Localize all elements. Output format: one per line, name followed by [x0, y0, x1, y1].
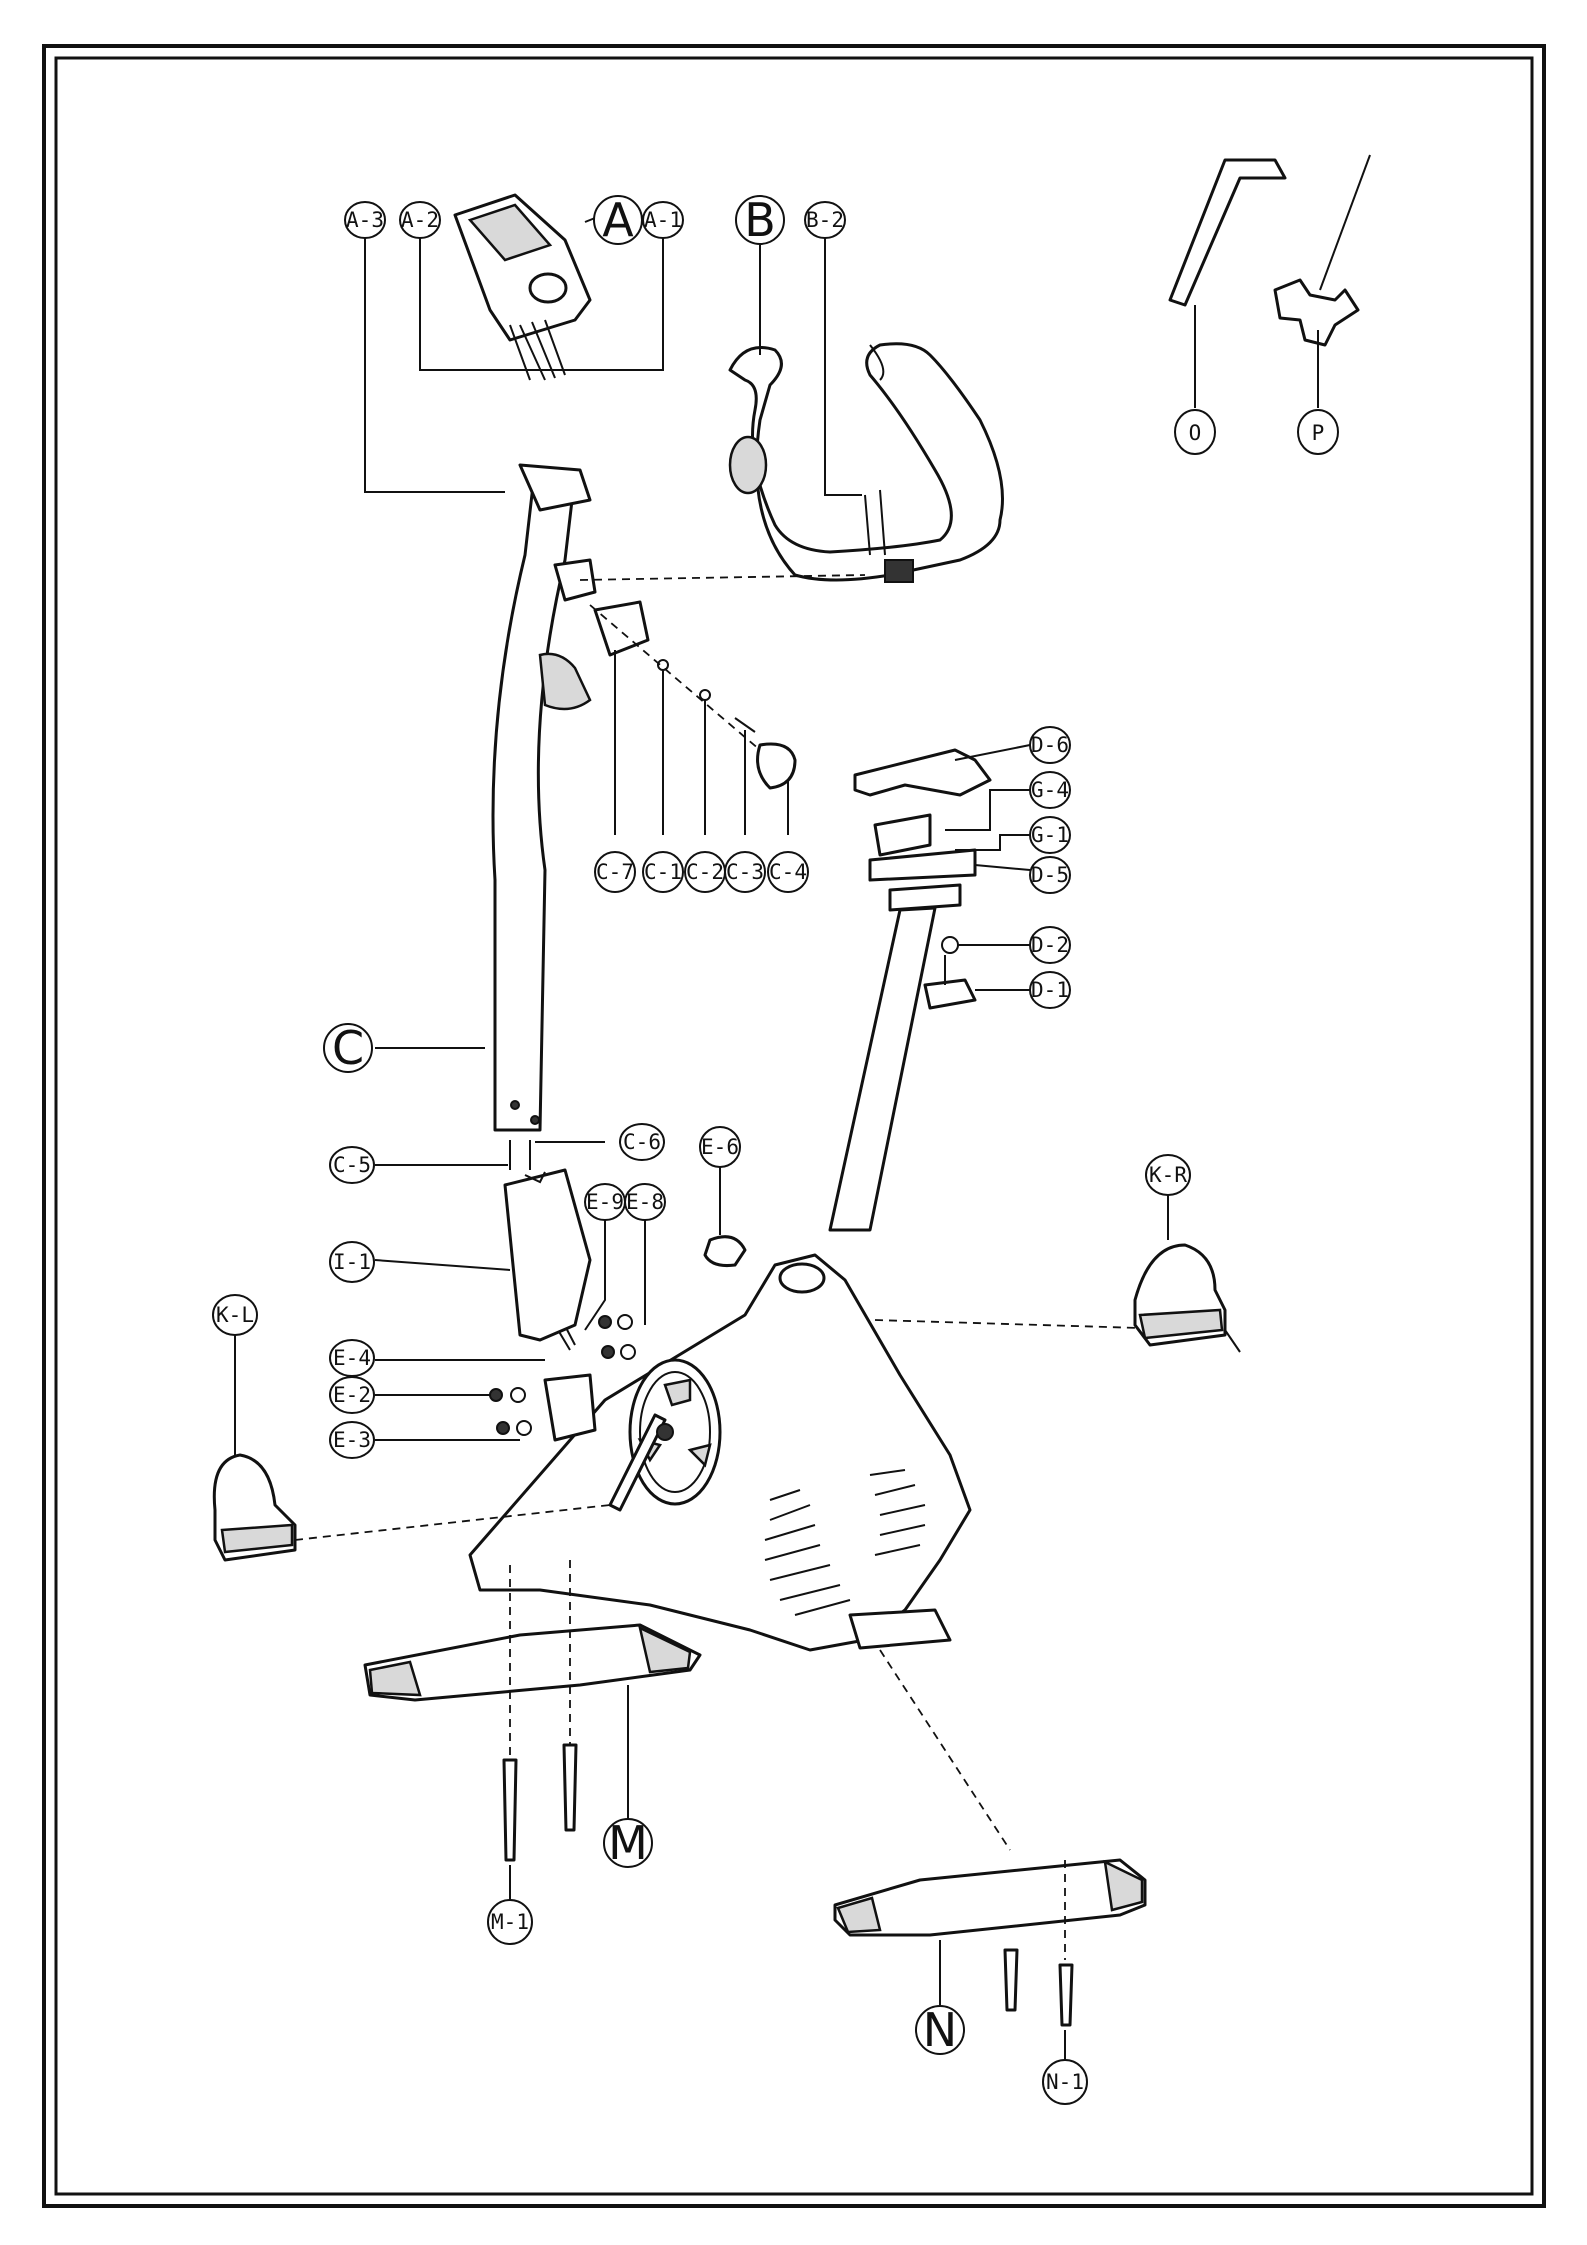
- pedal-k-r: [1135, 1245, 1240, 1352]
- label-c-6: C-6: [620, 1124, 664, 1160]
- label-c-4: C-4: [768, 852, 808, 892]
- svg-text:D-1: D-1: [1031, 978, 1069, 1002]
- svg-text:B-2: B-2: [806, 208, 844, 232]
- leader-d-5: [975, 865, 1030, 870]
- leader-i-1: [375, 1260, 510, 1270]
- svg-text:A: A: [602, 193, 634, 247]
- console-a: [455, 195, 590, 380]
- svg-text:P: P: [1312, 421, 1325, 445]
- label-b-2: B-2: [805, 202, 845, 238]
- bracket-e-4: [545, 1320, 595, 1440]
- label-e-2: E-2: [330, 1377, 374, 1413]
- label-d-6: D-6: [1030, 727, 1070, 763]
- stabilizer-n: [835, 1860, 1145, 1935]
- svg-text:A-3: A-3: [346, 208, 384, 232]
- svg-text:N-1: N-1: [1046, 2070, 1084, 2094]
- front-post-c: [493, 465, 595, 1170]
- label-n: N: [916, 2003, 964, 2057]
- svg-text:I-1: I-1: [333, 1250, 371, 1274]
- allen-key-o: [1170, 160, 1285, 305]
- leader-g-1: [955, 835, 1030, 850]
- bolts-n-1: [1005, 1950, 1072, 2025]
- label-n-1: N-1: [1043, 2060, 1087, 2104]
- wrench-p: [1275, 155, 1370, 345]
- svg-text:G-1: G-1: [1031, 823, 1069, 847]
- label-c: C: [324, 1021, 372, 1075]
- svg-text:E-3: E-3: [333, 1428, 371, 1452]
- leader-d-6: [955, 745, 1030, 760]
- label-c-5: C-5: [330, 1147, 374, 1183]
- svg-text:G-4: G-4: [1031, 778, 1069, 802]
- label-a-3: A-3: [345, 202, 385, 238]
- svg-text:C-5: C-5: [333, 1153, 371, 1177]
- label-g-4: G-4: [1030, 772, 1070, 808]
- stabilizer-m: [365, 1625, 700, 1700]
- label-o: O: [1175, 410, 1215, 454]
- svg-text:A-1: A-1: [644, 208, 682, 232]
- bolts-m-1: [504, 1745, 576, 1860]
- label-c-2: C-2: [685, 852, 725, 892]
- svg-text:E-4: E-4: [333, 1346, 371, 1370]
- label-k-r: K-R: [1146, 1155, 1190, 1195]
- label-m: M: [604, 1816, 652, 1870]
- svg-text:K-R: K-R: [1149, 1163, 1187, 1187]
- svg-text:C-7: C-7: [596, 860, 634, 884]
- svg-text:B: B: [744, 193, 776, 247]
- svg-text:K-L: K-L: [216, 1303, 254, 1327]
- label-a-2: A-2: [400, 202, 440, 238]
- label-c-3: C-3: [725, 852, 765, 892]
- dash-n-link: [880, 1650, 1010, 1850]
- cover-i-1: [505, 1170, 590, 1340]
- svg-text:C-3: C-3: [726, 860, 764, 884]
- svg-text:M-1: M-1: [491, 1910, 529, 1934]
- svg-text:E-9: E-9: [586, 1190, 624, 1214]
- label-i-1: I-1: [330, 1242, 374, 1282]
- label-g-1: G-1: [1030, 817, 1070, 853]
- svg-text:M: M: [608, 1816, 648, 1870]
- label-d-1: D-1: [1030, 972, 1070, 1008]
- label-c-1: C-1: [643, 852, 683, 892]
- svg-text:N: N: [923, 2003, 957, 2057]
- label-e-3: E-3: [330, 1422, 374, 1458]
- svg-text:E-6: E-6: [701, 1135, 739, 1159]
- svg-text:E-8: E-8: [626, 1190, 664, 1214]
- leader-b-2: [825, 237, 862, 495]
- label-p: P: [1298, 410, 1338, 454]
- label-a: A: [594, 193, 642, 247]
- knob-e-6: [705, 1237, 745, 1266]
- svg-text:C-4: C-4: [769, 860, 807, 884]
- label-e-9: E-9: [585, 1184, 625, 1220]
- svg-text:C-2: C-2: [686, 860, 724, 884]
- svg-text:D-2: D-2: [1031, 933, 1069, 957]
- svg-text:C-6: C-6: [623, 1130, 661, 1154]
- dash-right-pedal: [875, 1320, 1140, 1328]
- label-c-7: C-7: [595, 852, 635, 892]
- inner-border: [56, 58, 1532, 2194]
- label-a-1: A-1: [643, 202, 683, 238]
- label-e-4: E-4: [330, 1340, 374, 1376]
- svg-text:D-5: D-5: [1031, 863, 1069, 887]
- label-d-5: D-5: [1030, 857, 1070, 893]
- seat-d: [830, 750, 990, 1230]
- knob-assembly-c: [590, 602, 795, 788]
- svg-text:D-6: D-6: [1031, 733, 1069, 757]
- label-k-l: K-L: [213, 1295, 257, 1335]
- svg-text:E-2: E-2: [333, 1383, 371, 1407]
- label-d-2: D-2: [1030, 927, 1070, 963]
- svg-text:O: O: [1189, 421, 1202, 445]
- svg-text:A-2: A-2: [401, 208, 439, 232]
- svg-text:C-1: C-1: [644, 860, 682, 884]
- label-e-6: E-6: [700, 1127, 740, 1167]
- handlebar-b: [730, 344, 1003, 582]
- label-m-1: M-1: [488, 1900, 532, 1944]
- svg-text:C: C: [332, 1021, 364, 1075]
- pedal-k-l: [214, 1455, 295, 1560]
- label-b: B: [736, 193, 784, 247]
- label-e-8: E-8: [625, 1184, 665, 1220]
